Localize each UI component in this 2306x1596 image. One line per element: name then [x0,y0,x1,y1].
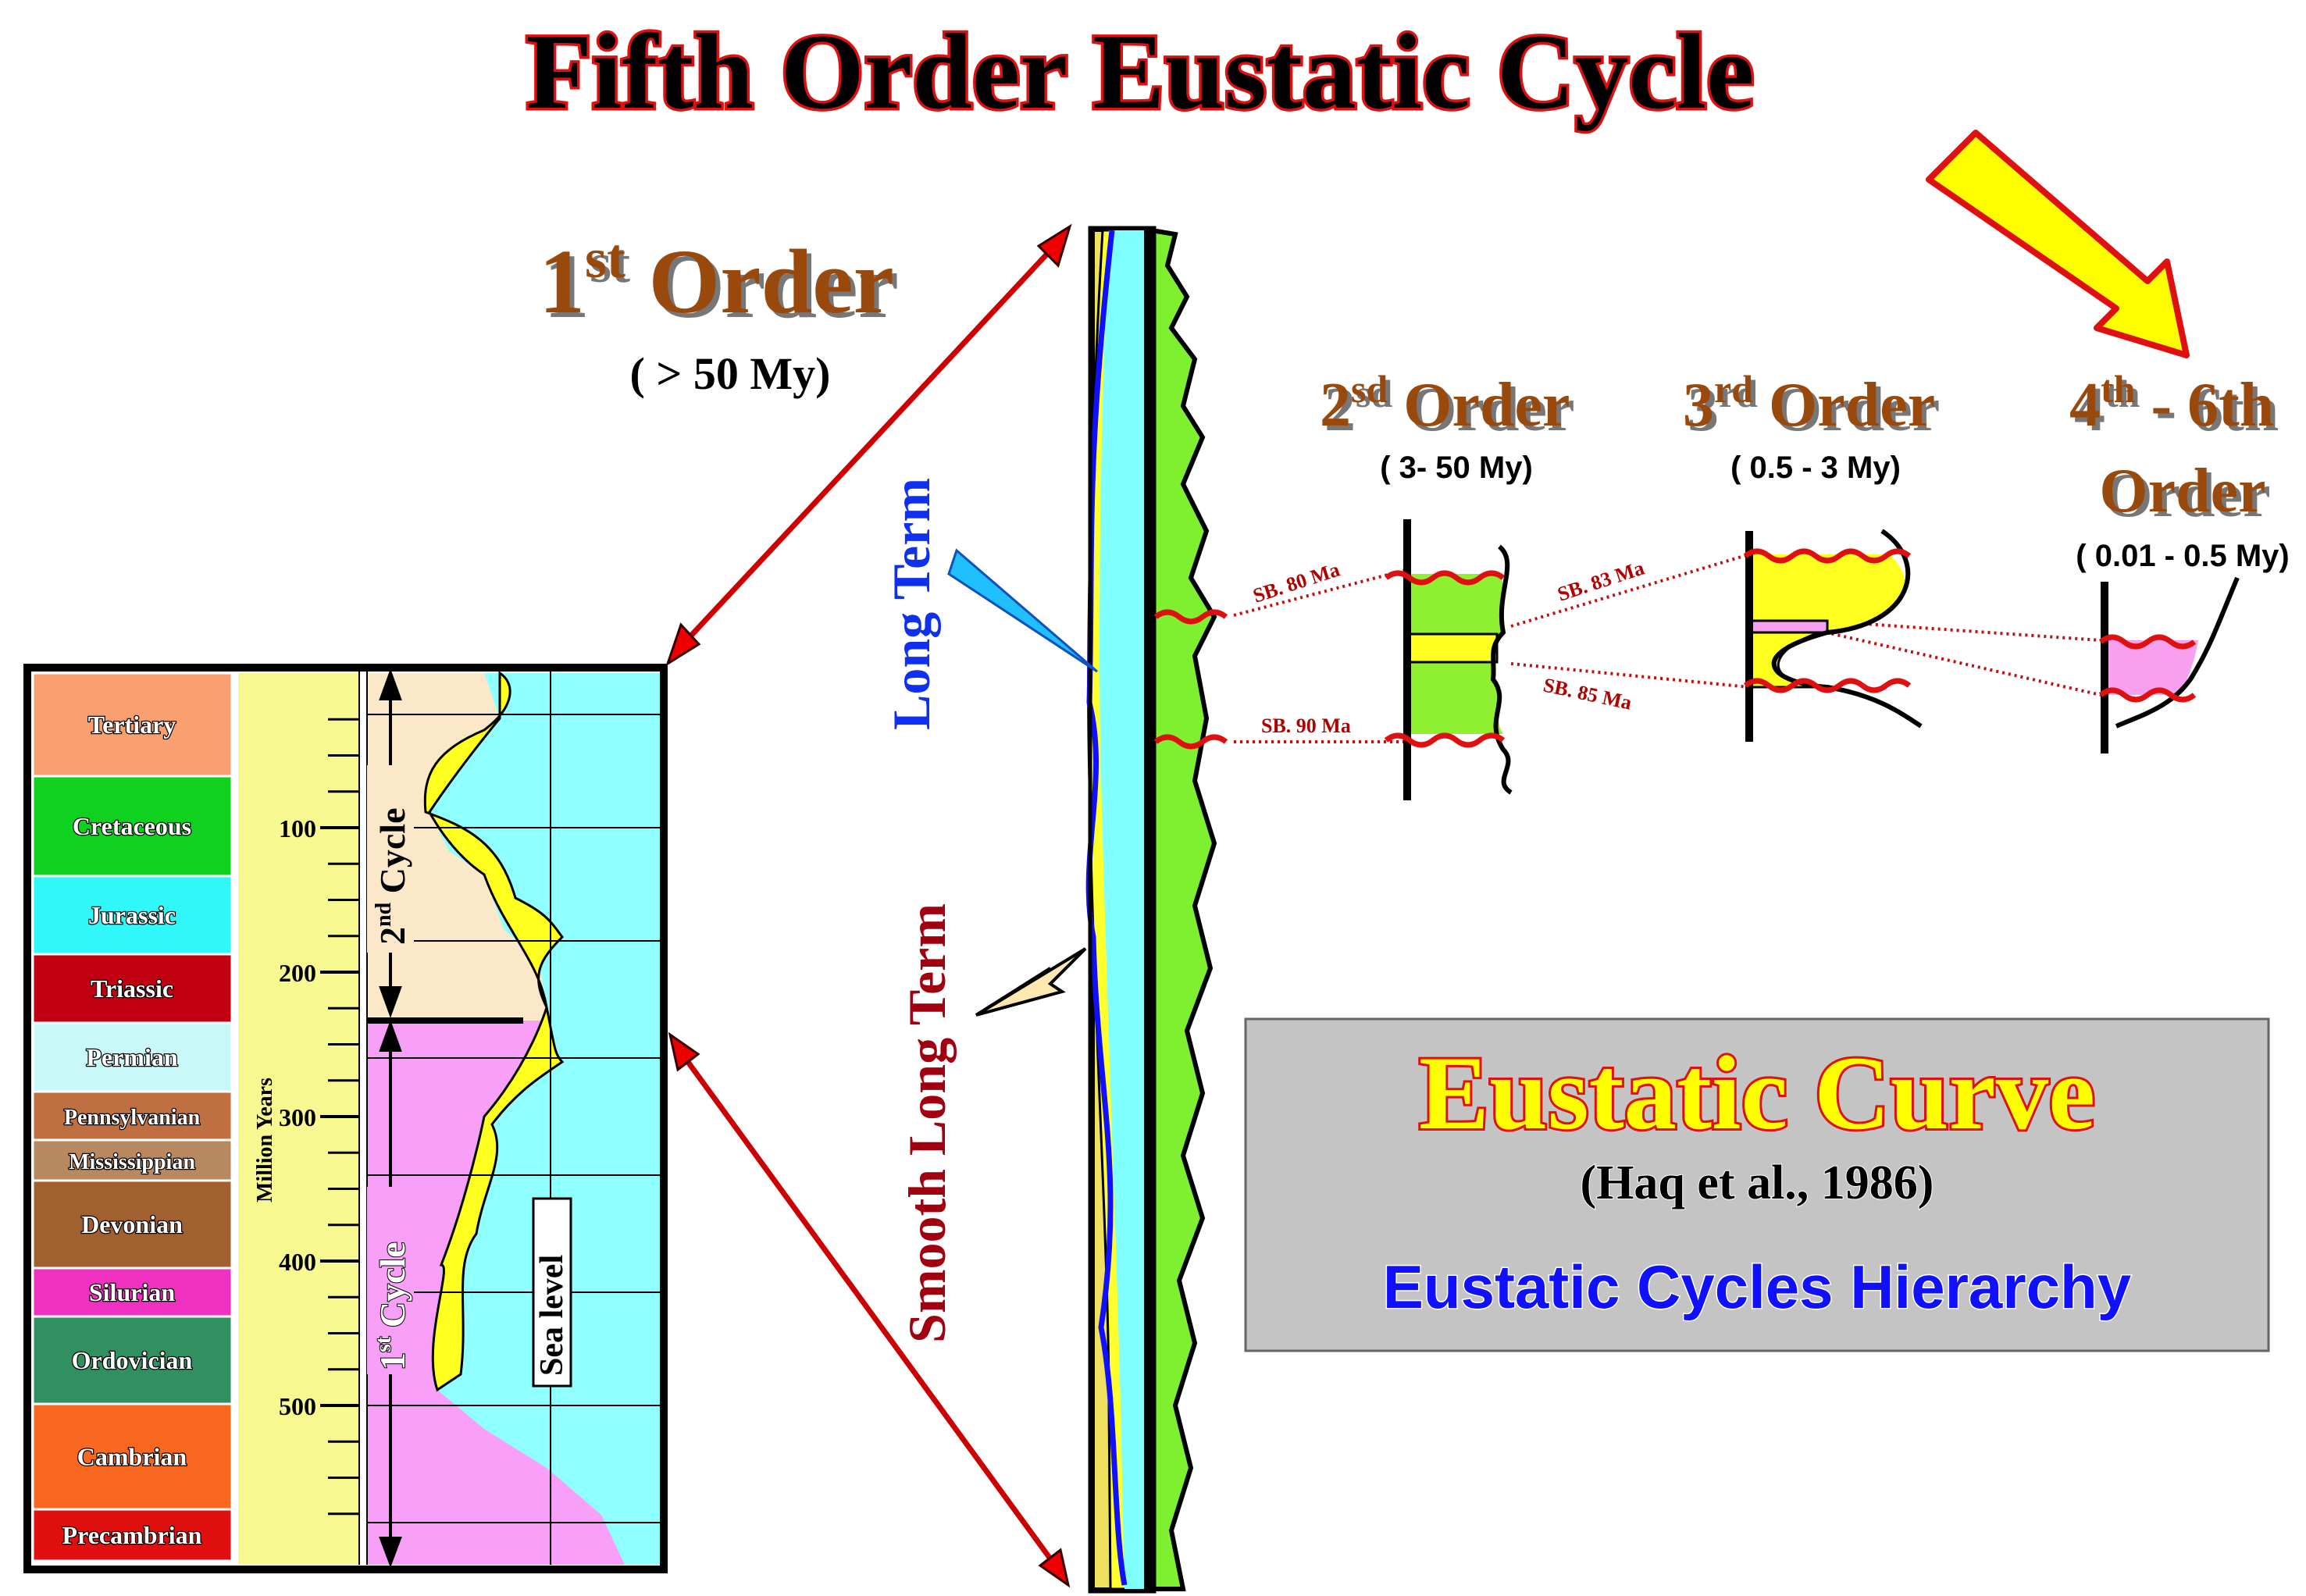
period-label: Jurassic [88,901,176,929]
long-term-label: Long Term [882,478,941,730]
correlation-lines [1233,553,2101,743]
fourth-order-label: 4th - 6th [2069,367,2274,440]
tick-label: 400 [279,1248,316,1276]
period-column: TertiaryCretaceousJurassicTriassicPermia… [31,672,233,1562]
smooth-long-term-label: Smooth Long Term [897,903,957,1343]
yellow-arrow-icon [1926,130,2190,358]
period-block [31,1179,233,1270]
first-cycle-label: 1st Cycle [372,1242,412,1370]
period-label: Tertiary [88,711,176,739]
period-block [31,875,233,956]
box-title: Eustatic Curve [1419,1035,2095,1152]
third-order-column [1743,529,1923,742]
period-block [31,775,233,878]
fourth-order-column [2098,576,2240,753]
tick-label: 100 [279,814,316,843]
time-axis: 100 200 300 400 500 [279,718,359,1516]
fourth-order-label-2: Order [2099,457,2265,525]
third-order-range: ( 0.5 - 3 My) [1730,451,1901,485]
period-label: Cambrian [77,1443,187,1471]
period-label: Cretaceous [73,812,191,840]
sea-level-fill [423,671,565,1392]
period-block [31,1315,233,1405]
period-label: Pennsylvanian [64,1106,201,1130]
period-block [31,672,233,778]
page-title: Fifth Order Eustatic Cycle [526,12,1755,131]
long-term-pointer [947,548,1098,673]
period-label: Triassic [91,974,173,1003]
time-axis-label: Million Years [253,1078,277,1202]
sea-level-tag [532,1197,572,1388]
tick-label: 500 [279,1392,316,1420]
period-label: Mississippian [69,1150,195,1174]
period-block [31,1021,233,1093]
first-order-range: ( > 50 My) [630,348,831,399]
sb85-label: SB. 85 Ma [1541,674,1634,714]
second-order-column [1384,519,1513,800]
sequence-boundaries [1153,609,1228,750]
period-block [31,1138,233,1182]
sb90-label: SB. 90 Ma [1261,714,1351,737]
timescale-panel: TertiaryCretaceousJurassicTriassicPermia… [23,664,668,1573]
zoom-arrow-top [665,223,1072,667]
period-label: Precambrian [62,1521,202,1549]
first-order-label: 1st Order [539,227,894,333]
period-block [31,1266,233,1318]
second-order-range: ( 3- 50 My) [1380,451,1533,485]
period-block [31,1508,233,1562]
third-order-label: 3rd Order [1683,367,1935,440]
sea-level-label: Sea level [534,1255,570,1376]
second-order-label: 2sd Order [1320,367,1570,440]
period-block [31,1402,233,1511]
long-term-column [1085,226,1217,1594]
tick-label: 200 [279,959,316,987]
period-label: Devonian [81,1210,183,1238]
smooth-long-term-pointer [975,947,1087,1017]
period-label: Ordovician [72,1346,193,1374]
box-citation: (Haq et al., 1986) [1581,1156,1934,1209]
period-label: Silurian [89,1278,175,1306]
period-label: Permian [86,1043,178,1071]
period-block [31,1090,233,1142]
second-cycle-label: 2nd Cycle [372,808,412,946]
tick-label: 300 [279,1103,316,1131]
zoom-arrow-bottom [668,1031,1071,1588]
box-subtitle: Eustatic Cycles Hierarchy [1383,1252,2131,1321]
eustatic-curve-box: Eustatic Curve (Haq et al., 1986) Eustat… [1244,1017,2270,1352]
period-block [31,953,233,1024]
fourth-order-range: ( 0.01 - 0.5 My) [2076,539,2289,573]
